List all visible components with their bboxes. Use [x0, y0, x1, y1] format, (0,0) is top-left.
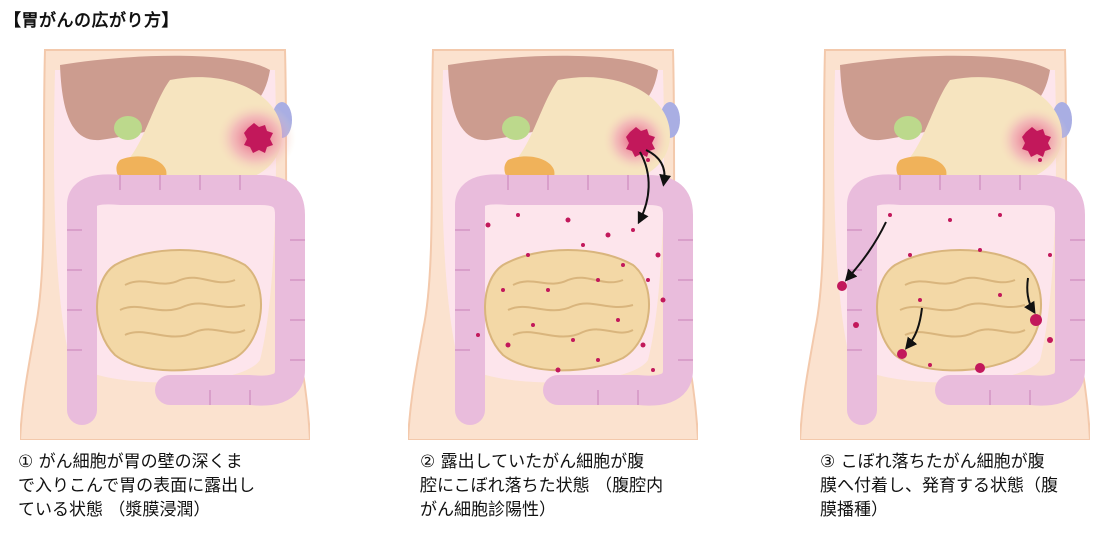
caption-panel-3: ③ こぼれ落ちたがん細胞が腹 膜へ付着し、発育する状態（腹 膜播種） — [820, 450, 1120, 522]
caption-panel-1: ① がん細胞が胃の壁の深くま で入りこんで胃の表面に露出し ている状態 （漿膜浸… — [18, 450, 318, 522]
page-title: 【胃がんの広がり方】 — [4, 11, 179, 31]
spread-arrow-1 — [637, 151, 650, 225]
small-intestine-folds — [507, 276, 634, 338]
tumor — [626, 127, 655, 157]
abdomen-illustration-1 — [20, 49, 310, 440]
caption-line: ③ こぼれ落ちたがん細胞が腹 — [820, 452, 1045, 472]
small-intestine — [96, 249, 262, 372]
gallbladder — [502, 116, 530, 140]
caption-line: 腔にこぼれ落ちた状態 （腹腔内 — [420, 476, 664, 496]
caption-line: ① がん細胞が胃の壁の深くま — [18, 452, 243, 472]
gallbladder — [894, 116, 922, 140]
colon-haustra — [455, 175, 693, 405]
small-intestine — [876, 249, 1042, 372]
diagram-panel-1 — [20, 40, 310, 440]
diagram-panel-2 — [408, 40, 698, 440]
colon-haustra — [67, 175, 305, 405]
colon — [847, 174, 1085, 425]
caption-line: 膜へ付着し、発育する状態（腹 — [820, 476, 1058, 496]
peritoneal-nodules — [837, 281, 1053, 373]
spread-arrow-2 — [645, 149, 672, 187]
caption-line: ている状態 （漿膜浸潤） — [18, 500, 211, 520]
spread-arrow-2 — [905, 307, 923, 350]
caption-panel-2: ② 露出していたがん細胞が腹 腔にこぼれ落ちた状態 （腹腔内 がん細胞診陽性） — [420, 450, 720, 522]
spread-arrow-1 — [844, 221, 887, 282]
caption-line: で入りこんで胃の表面に露出し — [18, 476, 256, 496]
abdomen-illustration-2 — [408, 49, 698, 440]
caption-line: 膜播種） — [820, 500, 888, 520]
scattered-cancer-cells — [476, 158, 666, 373]
spread-arrow-3 — [1024, 277, 1036, 315]
small-intestine-folds — [899, 276, 1026, 338]
small-intestine-folds — [119, 276, 246, 338]
caption-line: ② 露出していたがん細胞が腹 — [420, 452, 645, 472]
tumor — [244, 123, 273, 153]
tumor — [1022, 127, 1051, 157]
gallbladder — [114, 116, 142, 140]
colon — [455, 174, 693, 425]
abdomen-illustration-3 — [800, 49, 1090, 440]
colon — [67, 174, 305, 425]
diagram-panel-3 — [800, 40, 1090, 440]
small-intestine — [484, 249, 650, 372]
small-cancer-cells — [888, 158, 1052, 367]
caption-line: がん細胞診陽性） — [420, 500, 556, 520]
